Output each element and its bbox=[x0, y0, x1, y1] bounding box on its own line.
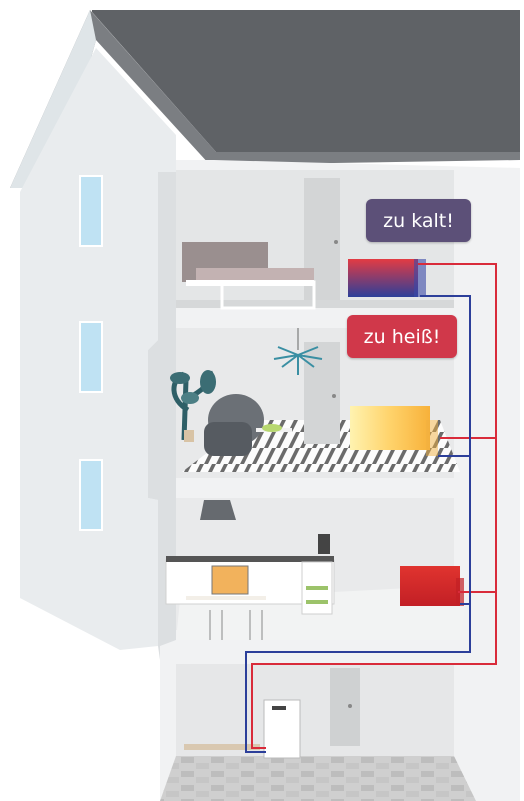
radiator-middle-floor bbox=[350, 406, 430, 450]
too-cold-label: zu kalt! bbox=[366, 199, 471, 242]
basement-floor bbox=[160, 756, 476, 801]
cooker-hood bbox=[200, 500, 236, 520]
window bbox=[80, 176, 102, 246]
room-basement bbox=[160, 664, 476, 801]
oven bbox=[212, 566, 248, 594]
dining-table bbox=[186, 596, 266, 600]
too-hot-text: zu heiß! bbox=[364, 326, 441, 348]
room-kitchen bbox=[166, 498, 466, 640]
radiator-ground-floor bbox=[400, 566, 460, 606]
radiator-top-floor bbox=[348, 259, 418, 297]
too-hot-label: zu heiß! bbox=[347, 315, 457, 358]
window bbox=[80, 322, 102, 392]
too-cold-text: zu kalt! bbox=[383, 210, 454, 232]
window bbox=[80, 460, 102, 530]
coffee-machine bbox=[318, 534, 330, 554]
